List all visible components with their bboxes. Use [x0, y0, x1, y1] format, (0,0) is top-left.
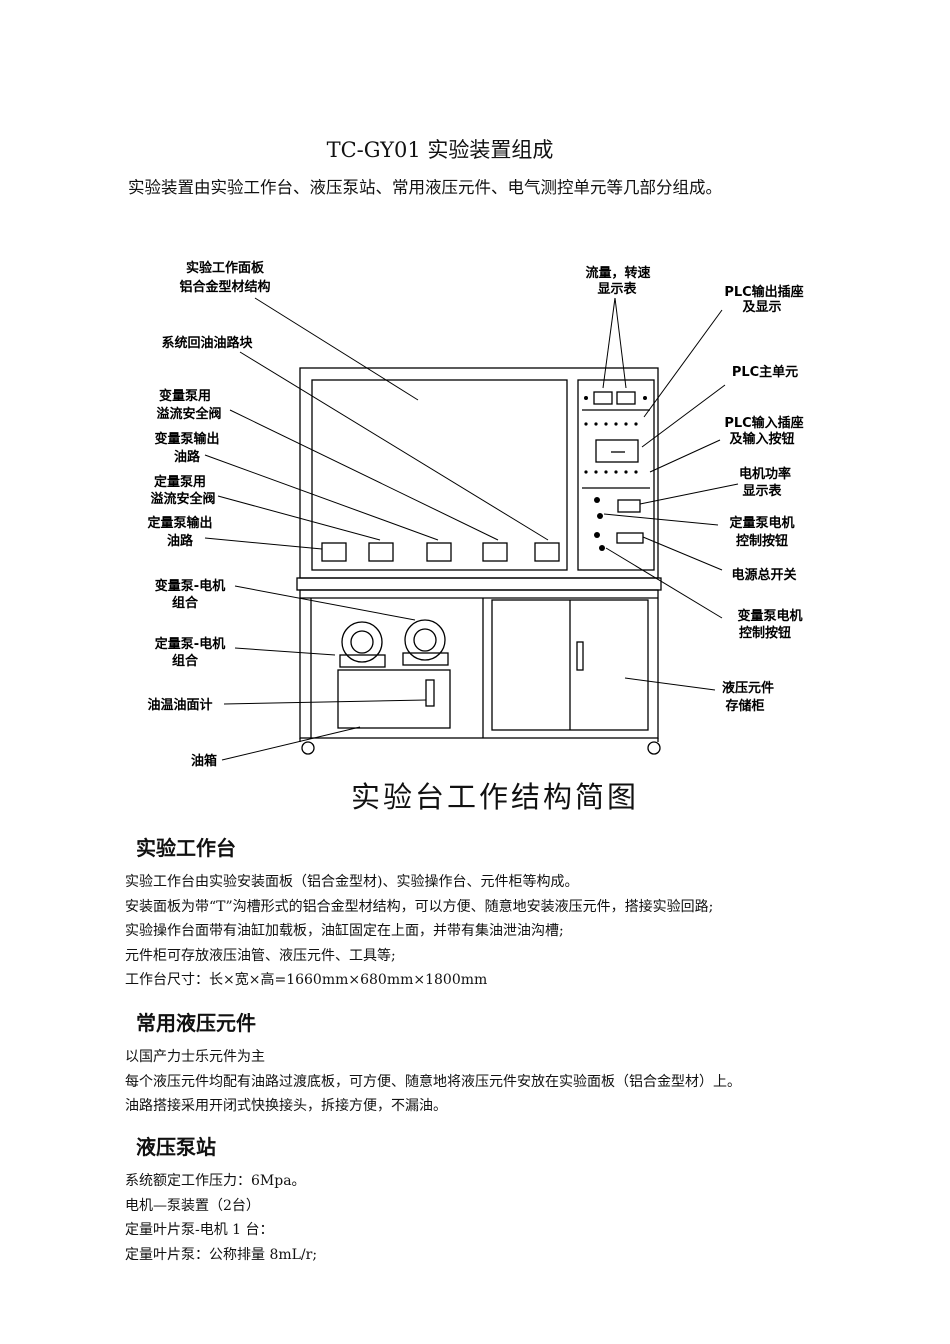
label-plc-out-1: PLC输出插座: [724, 284, 803, 300]
oil-gauge: [425, 679, 435, 707]
paragraph-line: 电机—泵装置（2台）: [125, 1197, 260, 1214]
paragraph-line: 以国产力士乐元件为主: [125, 1049, 265, 1065]
module-5: [534, 542, 560, 562]
main-switch: [616, 532, 644, 544]
section-body-workbench: 实验工作台由实验安装面板（铝合金型材)、实验操作台、元件柜等构成。 安装面板为带…: [125, 870, 713, 993]
label-var-btn-1: 变量泵电机: [737, 608, 802, 624]
section-heading-workbench: 实验工作台: [136, 836, 236, 860]
label-var-btn-2: 控制按钮: [739, 625, 791, 641]
paragraph-line: 油路搭接采用开闭式快换接头，拆接方便，不漏油。: [125, 1098, 447, 1115]
module-2: [368, 542, 394, 562]
paragraph-line: 安装面板为带“T”沟槽形式的铝合金型材结构，可以方便、随意地安装液压元件，搭接实…: [125, 898, 714, 915]
wheel-right: [647, 741, 661, 755]
label-fix-out-2: 油路: [167, 533, 194, 549]
label-power-disp-1: 电机功率: [739, 466, 791, 482]
lower-frame: [299, 589, 659, 739]
label-var-combo-1: 变量泵-电机: [155, 578, 225, 594]
label-fix-out-1: 定量泵输出: [146, 515, 212, 531]
flow-display-1: [593, 391, 613, 405]
section-heading-components: 常用液压元件: [136, 1011, 256, 1035]
section-body-pump-station: 系统额定工作压力：6Mpa。 电机—泵装置（2台） 定量叶片泵-电机 1 台： …: [125, 1169, 317, 1267]
label-oil-gauge: 油温油面计: [147, 697, 212, 713]
section-body-components: 以国产力士乐元件为主 每个液压元件均配有油路过渡底板，可方便、随意地将液压元件安…: [125, 1045, 741, 1119]
label-power-disp-2: 显示表: [742, 483, 782, 499]
page-title: TC-GY01 实验装置组成: [326, 138, 554, 162]
label-cabinet-1: 液压元件: [722, 680, 774, 696]
control-panel: [577, 379, 655, 571]
diagram-caption: 实验台工作结构简图: [350, 780, 639, 814]
paragraph-line: 元件柜可存放液压油管、液压元件、工具等;: [125, 947, 396, 964]
label-plc-in-1: PLC输入插座: [724, 415, 803, 431]
label-panel-2: 铝合金型材结构: [179, 279, 270, 295]
power-display: [617, 499, 641, 513]
label-var-out-1: 变量泵输出: [154, 431, 219, 447]
pump-motor-right: [404, 619, 446, 661]
label-flow-1: 流量，转速: [585, 265, 650, 281]
module-4: [482, 542, 508, 562]
wheel-left: [301, 741, 315, 755]
paragraph-line: 系统额定工作压力：6Mpa。: [125, 1173, 306, 1189]
label-fix-relief-2: 溢流安全阀: [150, 491, 215, 507]
cabinet-handle: [576, 641, 584, 671]
intro-paragraph: 实验装置由实验工作台、液压泵站、常用液压元件、电气测控单元等几部分组成。: [128, 178, 722, 197]
label-flow-2: 显示表: [597, 281, 637, 297]
section-heading-pump-station: 液压泵站: [136, 1135, 216, 1159]
paragraph-line: 工作台尺寸：长×宽×高=1660mm×680mm×1800mm: [125, 972, 488, 989]
label-fix-relief-1: 定量泵用: [153, 474, 206, 490]
flow-display-2: [616, 391, 636, 405]
pump-motor-left: [341, 621, 383, 663]
label-var-relief-2: 溢流安全阀: [156, 406, 221, 422]
label-var-combo-2: 组合: [172, 595, 199, 611]
label-var-out-2: 油路: [174, 449, 201, 465]
label-plc-in-2: 及输入按钮: [729, 431, 794, 447]
table-top: [296, 577, 662, 591]
work-panel: [311, 379, 568, 571]
paragraph-line: 每个液压元件均配有油路过渡底板，可方便、随意地将液压元件安放在实验面板（铝合金型…: [125, 1073, 741, 1090]
module-3: [426, 542, 452, 562]
plc-main-unit: [595, 439, 639, 463]
oil-tank: [337, 669, 451, 729]
paragraph-line: 实验工作台由实验安装面板（铝合金型材)、实验操作台、元件柜等构成。: [125, 874, 579, 890]
label-plc-out-2: 及显示: [742, 300, 781, 315]
paragraph-line: 实验操作台面带有油缸加载板，油缸固定在上面，并带有集油泄油沟槽;: [125, 923, 564, 940]
module-1: [321, 542, 347, 562]
label-fix-combo-1: 定量泵-电机: [154, 636, 225, 652]
label-plc-main: PLC主单元: [732, 364, 798, 380]
paragraph-line: 定量叶片泵：公称排量 8mL/r;: [125, 1246, 318, 1263]
label-fix-btn-1: 定量泵电机: [728, 515, 794, 531]
label-main-switch: 电源总开关: [731, 567, 796, 583]
label-tank: 油箱: [191, 753, 217, 769]
label-var-relief-1: 变量泵用: [159, 388, 211, 404]
label-cabinet-2: 存储柜: [725, 698, 764, 714]
label-fix-combo-2: 组合: [172, 653, 199, 669]
label-fix-btn-2: 控制按钮: [736, 533, 788, 549]
label-panel-1: 实验工作面板: [186, 260, 265, 276]
paragraph-line: 定量叶片泵-电机 1 台：: [125, 1222, 274, 1239]
label-return-block: 系统回油油路块: [161, 335, 253, 351]
workbench-structure-diagram: 实验工作面板 铝合金型材结构 系统回油油路块 变量泵用 溢流安全阀 变量泵输出 …: [146, 260, 803, 769]
